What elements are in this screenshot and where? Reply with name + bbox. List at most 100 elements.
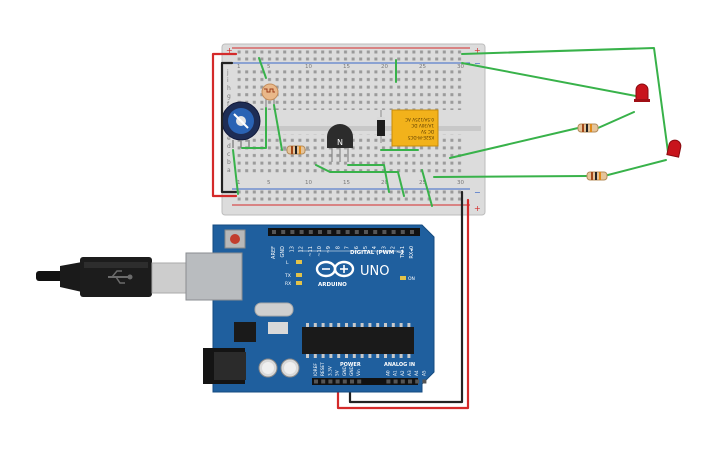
- power-analog-pin-hole[interactable]: [335, 379, 340, 384]
- power-analog-pin-hole[interactable]: [357, 379, 362, 384]
- resistor-board[interactable]: [280, 145, 310, 155]
- digital-pin-label: 2: [391, 246, 397, 249]
- wire-green[interactable]: [421, 169, 433, 207]
- row-letter: f: [227, 101, 230, 108]
- wire-red-left[interactable]: [211, 52, 238, 198]
- wire-green-led2[interactable]: [461, 47, 669, 153]
- wire-black-gnd[interactable]: [348, 190, 464, 404]
- digital-pin-label: 4: [372, 246, 378, 249]
- power-analog-pin-hole[interactable]: [400, 379, 405, 384]
- led-label-rx: RX: [285, 281, 291, 287]
- wire-black-left[interactable]: [220, 61, 238, 194]
- power-analog-pin-label: Vin: [356, 369, 362, 376]
- power-analog-pin-hole[interactable]: [422, 379, 427, 384]
- row-letter: g: [227, 93, 231, 100]
- column-number: 30: [457, 64, 464, 70]
- digital-pin-hole[interactable]: [299, 230, 304, 234]
- potentiometer[interactable]: [221, 101, 261, 148]
- column-number: 20: [381, 180, 388, 186]
- wire-red-5v[interactable]: [336, 198, 470, 410]
- led-red-1[interactable]: [634, 83, 650, 102]
- relay-label: 1A/30V DC: [411, 123, 434, 128]
- column-number: 10: [305, 180, 312, 186]
- digital-pin-hole[interactable]: [391, 230, 396, 234]
- breadboard[interactable]: + − + + − j i h g f e d c b a 1 5 10 15 …: [221, 43, 486, 216]
- digital-pin-label: ~6: [354, 246, 360, 253]
- power-analog-pin-hole[interactable]: [386, 379, 391, 384]
- relay[interactable]: KS2E-M-DC5 DC 5V 1A/30V DC 0.5A/125V AC: [391, 109, 439, 147]
- transistor-label: N: [337, 138, 343, 147]
- transistor[interactable]: N: [327, 124, 353, 162]
- rail-plus-label-bottom: +: [474, 204, 481, 213]
- wire-green[interactable]: [315, 164, 405, 197]
- row-letter: i: [227, 77, 229, 84]
- power-analog-pin-label: GND: [349, 365, 355, 376]
- resistor-led2[interactable]: [586, 171, 608, 181]
- power-analog-pin-label: A5: [421, 370, 427, 376]
- wire-green[interactable]: [258, 57, 267, 79]
- photoresistor[interactable]: [261, 83, 279, 110]
- digital-pin-label: RX◂0: [409, 246, 415, 259]
- voltage-regulator: [234, 322, 256, 342]
- wire-green-led1[interactable]: [461, 62, 637, 97]
- column-number: 1: [237, 180, 241, 186]
- column-number: 5: [267, 180, 271, 186]
- usb-cable[interactable]: [36, 257, 187, 297]
- digital-pin-hole[interactable]: [308, 230, 313, 234]
- power-analog-pin-hole[interactable]: [342, 379, 347, 384]
- resistor-led1[interactable]: [577, 123, 599, 133]
- power-analog-pin-hole[interactable]: [314, 379, 318, 384]
- column-number: 25: [419, 64, 426, 70]
- digital-pin-label: 12: [299, 246, 305, 252]
- digital-pin-hole[interactable]: [382, 230, 387, 234]
- power-analog-pin-label: A0: [385, 370, 391, 376]
- column-number: 15: [343, 64, 350, 70]
- wire-green[interactable]: [273, 104, 283, 151]
- digital-header-label: DIGITAL (PWM ~): [350, 250, 404, 256]
- power-analog-pin-hole[interactable]: [393, 379, 398, 384]
- wire-green-r2[interactable]: [433, 175, 589, 178]
- digital-pin-hole[interactable]: [345, 230, 350, 234]
- digital-pin-hole[interactable]: [272, 230, 276, 234]
- diode[interactable]: [377, 110, 385, 143]
- digital-pin-hole[interactable]: [373, 230, 378, 234]
- digital-pin-hole[interactable]: [290, 230, 295, 234]
- digital-pin-hole[interactable]: [281, 230, 286, 234]
- wire-green[interactable]: [232, 149, 239, 195]
- board-model: UNO: [360, 264, 389, 279]
- digital-pin-hole[interactable]: [354, 230, 359, 234]
- analog-header-label: ANALOG IN: [384, 362, 415, 368]
- power-analog-pin-hole[interactable]: [350, 379, 354, 384]
- power-analog-pin-label: 3.3V: [327, 366, 333, 376]
- wire-green-r2b[interactable]: [603, 159, 667, 177]
- power-analog-pin-label: RESET: [320, 362, 326, 376]
- column-number: 25: [419, 180, 426, 186]
- power-analog-pin-hole[interactable]: [328, 379, 333, 384]
- digital-pin-label: GND: [280, 246, 286, 258]
- digital-pin-hole[interactable]: [318, 230, 322, 234]
- rail-minus-label-bottom: −: [474, 188, 481, 197]
- led-red-2[interactable]: [666, 139, 682, 158]
- wire-green[interactable]: [241, 107, 267, 149]
- row-letter: a: [227, 167, 231, 174]
- digital-pin-hole[interactable]: [400, 230, 405, 234]
- digital-pin-label: ~3: [381, 246, 387, 253]
- power-analog-header: [312, 378, 418, 385]
- power-analog-pin-hole[interactable]: [415, 379, 420, 384]
- wire-green[interactable]: [347, 164, 390, 193]
- digital-pin-label: 7: [345, 246, 351, 249]
- power-analog-pin-hole[interactable]: [408, 379, 412, 384]
- wires: [211, 47, 669, 410]
- wire-green-r1[interactable]: [449, 127, 579, 159]
- digital-pin-hole[interactable]: [327, 230, 332, 234]
- digital-pin-label: ~9: [326, 246, 332, 253]
- row-letter: b: [227, 159, 231, 166]
- power-analog-pin-hole[interactable]: [321, 379, 326, 384]
- digital-pin-hole[interactable]: [364, 230, 368, 234]
- power-analog-pin-label: GND: [342, 365, 348, 376]
- digital-pin-hole[interactable]: [336, 230, 341, 234]
- rail-minus-label-top: −: [474, 59, 481, 68]
- digital-pin-hole[interactable]: [410, 230, 414, 234]
- wire-green-r1b[interactable]: [597, 111, 635, 129]
